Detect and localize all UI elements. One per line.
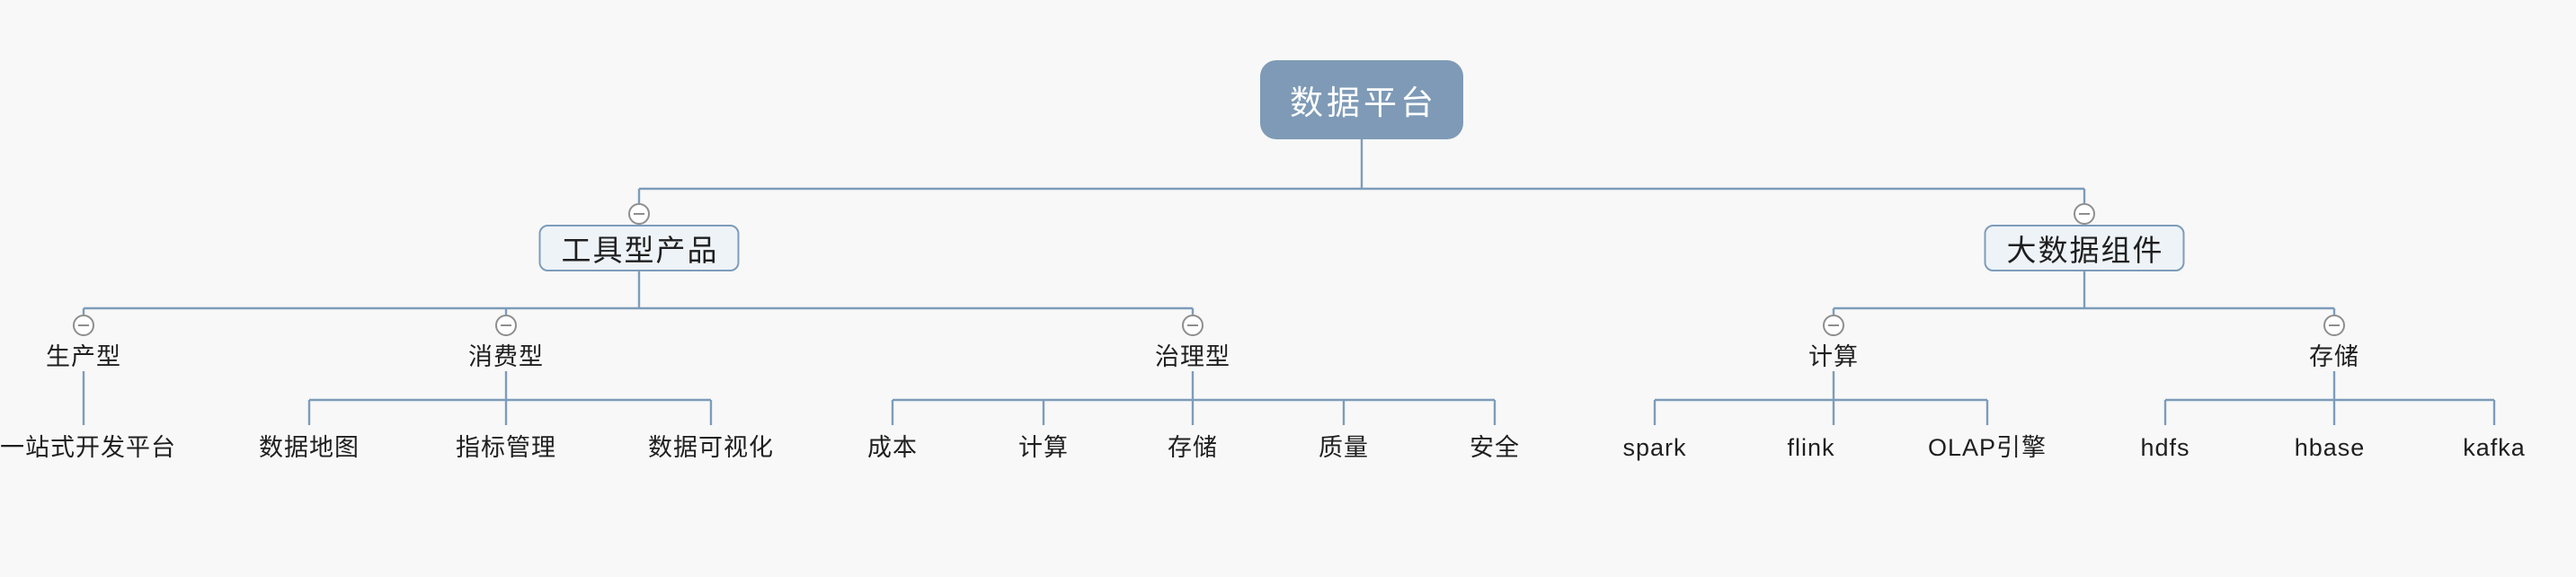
leaf-gov-compute[interactable]: 计算 — [1018, 434, 1069, 461]
leaf-security[interactable]: 安全 — [1470, 434, 1520, 461]
collapse-icon-storage[interactable] — [2323, 315, 2345, 336]
node-bigdata-components[interactable]: 大数据组件 — [1984, 225, 2185, 271]
collapse-icon-tool-products[interactable] — [628, 203, 650, 225]
collapse-icon-consumption-type[interactable] — [495, 315, 517, 336]
leaf-quality[interactable]: 质量 — [1319, 434, 1369, 461]
leaf-olap-engine[interactable]: OLAP引擎 — [1927, 434, 2047, 461]
collapse-icon-governance-type[interactable] — [1182, 315, 1204, 336]
leaf-onestop-dev-platform[interactable]: 一站式开发平台 — [0, 434, 176, 461]
leaf-data-map[interactable]: 数据地图 — [259, 434, 360, 461]
collapse-icon-production-type[interactable] — [73, 315, 94, 336]
node-production-type[interactable]: 生产型 — [46, 343, 121, 370]
node-governance-type[interactable]: 治理型 — [1155, 343, 1230, 370]
leaf-gov-storage[interactable]: 存储 — [1168, 434, 1218, 461]
node-compute[interactable]: 计算 — [1808, 343, 1859, 370]
collapse-icon-bigdata-components[interactable] — [2074, 203, 2095, 225]
node-consumption-type[interactable]: 消费型 — [468, 343, 544, 370]
leaf-spark[interactable]: spark — [1622, 434, 1687, 461]
leaf-hbase[interactable]: hbase — [2294, 434, 2366, 461]
node-data-platform[interactable]: 数据平台 — [1260, 60, 1463, 139]
node-tool-products[interactable]: 工具型产品 — [538, 225, 740, 271]
leaf-data-visualization[interactable]: 数据可视化 — [648, 434, 774, 461]
node-storage[interactable]: 存储 — [2309, 343, 2359, 370]
leaf-metric-management[interactable]: 指标管理 — [456, 434, 556, 461]
collapse-icon-compute[interactable] — [1823, 315, 1844, 336]
leaf-flink[interactable]: flink — [1787, 434, 1835, 461]
leaf-kafka[interactable]: kafka — [2463, 434, 2526, 461]
leaf-hdfs[interactable]: hdfs — [2140, 434, 2190, 461]
leaf-cost[interactable]: 成本 — [867, 434, 918, 461]
